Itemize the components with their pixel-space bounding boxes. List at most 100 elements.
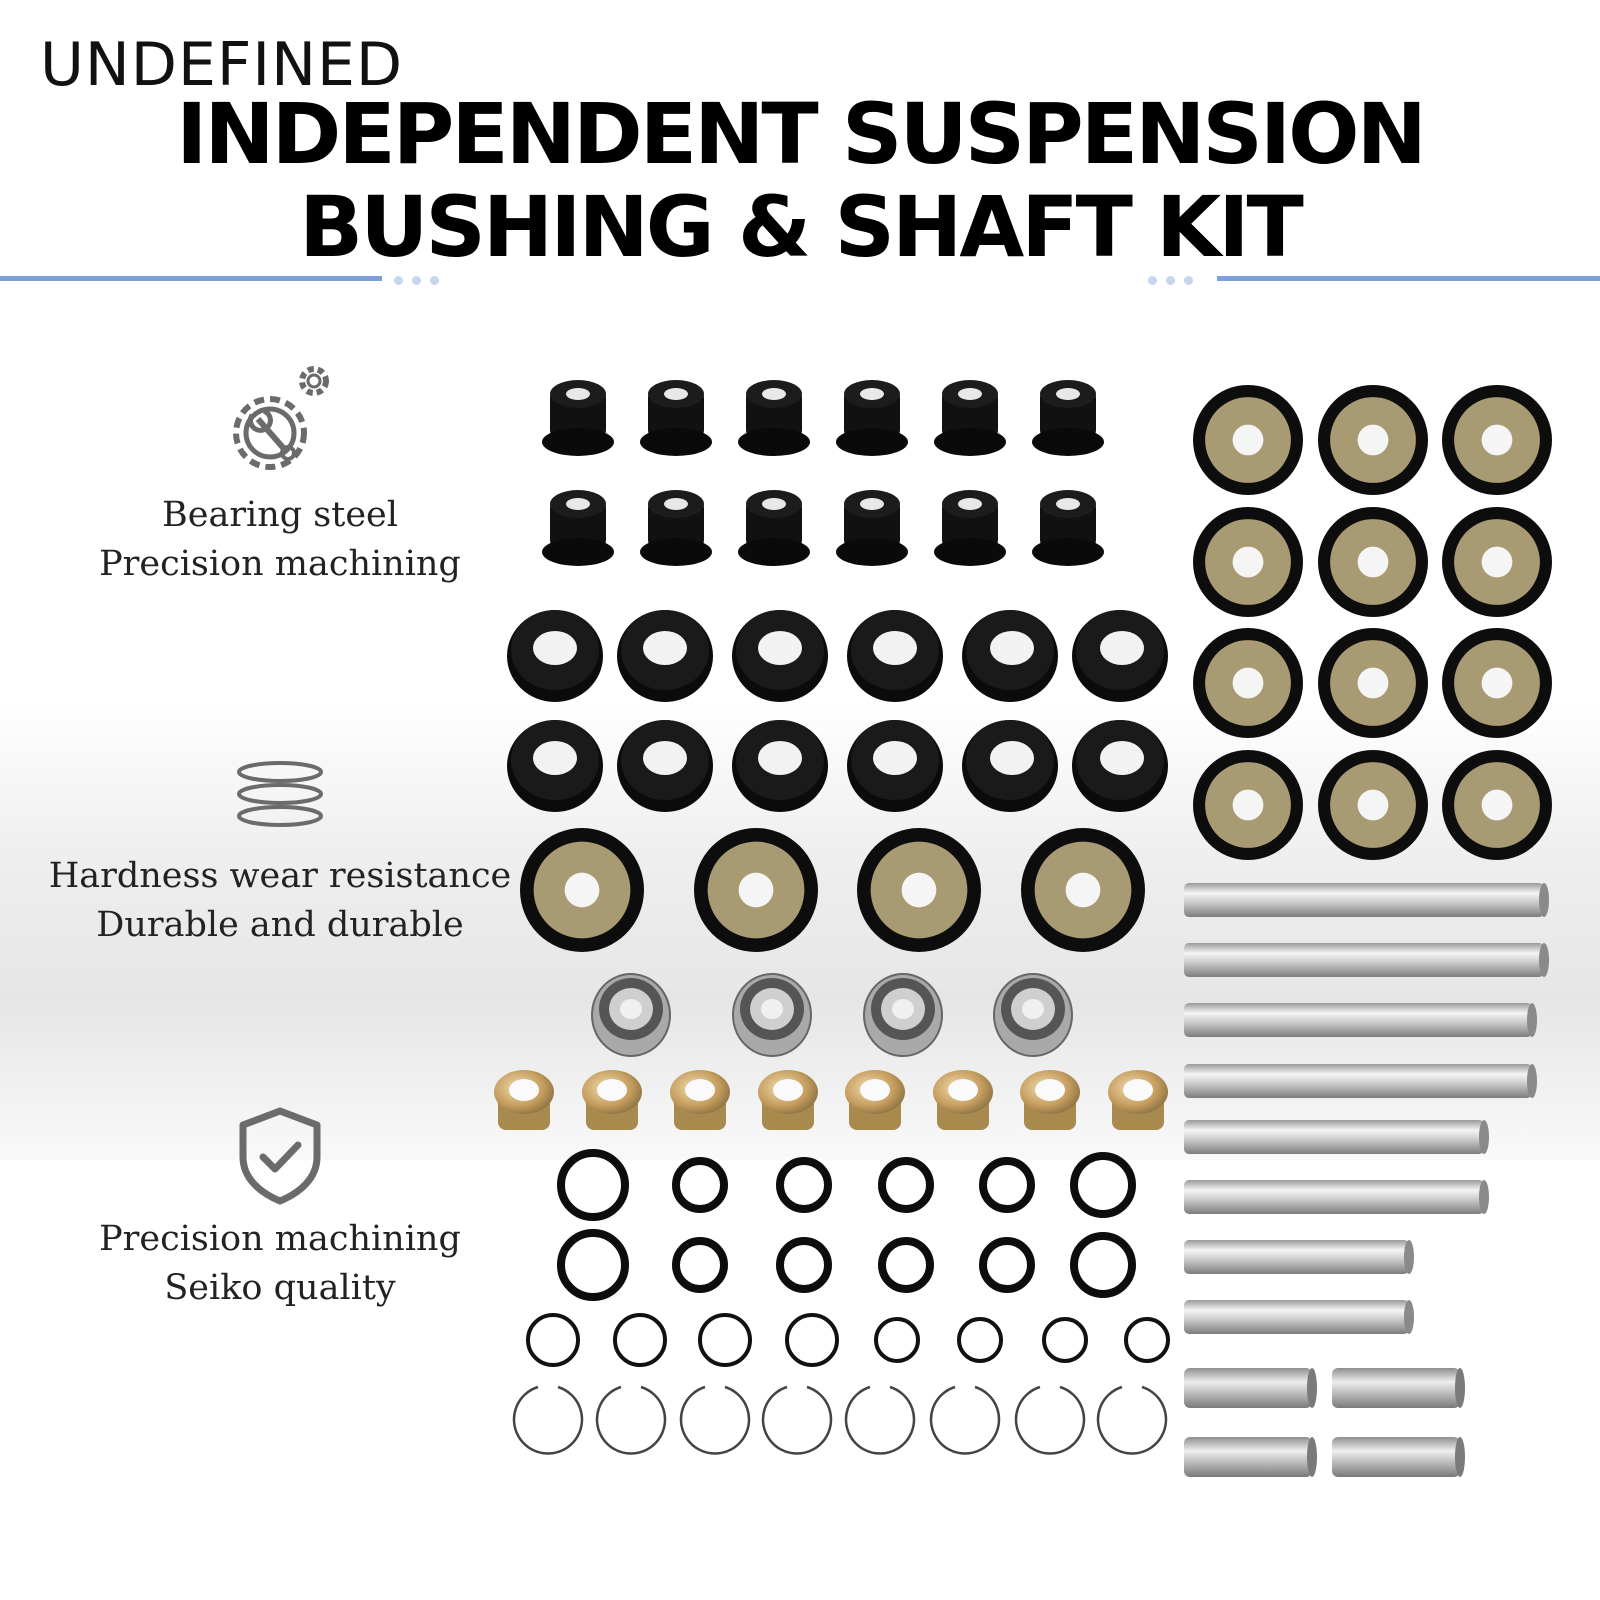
large-bushing (1072, 610, 1168, 702)
rule-dots-right (1148, 272, 1202, 285)
title-rule-left (0, 276, 382, 281)
shaft (1184, 883, 1549, 917)
retaining-clip (1096, 1385, 1168, 1455)
large-bushing (962, 720, 1058, 812)
large-bushing (507, 720, 603, 812)
thrust-washer (1193, 385, 1303, 495)
flanged-bushing (1032, 490, 1104, 566)
thrust-washer (1442, 628, 1552, 738)
shaft (1184, 1240, 1414, 1274)
snap-ring (1124, 1317, 1170, 1363)
thrust-washer (1193, 507, 1303, 617)
feature-1-line1: Bearing steel (162, 495, 398, 535)
retaining-clip (844, 1385, 916, 1455)
feature-hardness: Hardness wear resistance Durable and dur… (30, 760, 530, 950)
snap-ring (785, 1313, 839, 1367)
feature-3-line1: Precision machining (99, 1219, 461, 1259)
large-bushing (617, 610, 713, 702)
flanged-bushing (738, 490, 810, 566)
shaft (1184, 1300, 1414, 1334)
thrust-washer (1318, 750, 1428, 860)
thrust-washer (1193, 750, 1303, 860)
page-title-line1: INDEPENDENT SUSPENSION (176, 85, 1427, 183)
page-title-line2: BUSHING & SHAFT KIT (299, 178, 1304, 276)
shaft (1184, 943, 1549, 977)
shaft (1184, 1180, 1489, 1214)
retaining-clip (679, 1385, 751, 1455)
flanged-bushing (836, 490, 908, 566)
thrust-washer (1442, 385, 1552, 495)
gear-wrench-icon (233, 366, 329, 470)
sleeve (1184, 1437, 1317, 1477)
feature-2-line2: Durable and durable (96, 905, 464, 945)
brass-bushing (845, 1070, 905, 1130)
ball-bearing (591, 973, 671, 1057)
feature-2-line1: Hardness wear resistance (48, 856, 512, 896)
thrust-washer (1318, 385, 1428, 495)
thrust-washer (1442, 750, 1552, 860)
retaining-clip (512, 1385, 584, 1455)
snap-ring (526, 1313, 580, 1367)
brass-bushing (933, 1070, 993, 1130)
shaft (1184, 1064, 1537, 1098)
feature-bearing-steel: Bearing steel Precision machining (30, 355, 530, 589)
brass-bushing (670, 1070, 730, 1130)
shield-check-icon (239, 1107, 321, 1205)
thrust-washer (857, 828, 981, 952)
retaining-clip (1014, 1385, 1086, 1455)
o-ring (1070, 1152, 1136, 1218)
o-ring (672, 1157, 728, 1213)
sleeve (1332, 1368, 1465, 1408)
snap-ring (957, 1317, 1003, 1363)
flanged-bushing (640, 490, 712, 566)
flanged-bushing (934, 490, 1006, 566)
o-ring (776, 1237, 832, 1293)
ball-bearing (732, 973, 812, 1057)
shaft (1184, 1003, 1537, 1037)
o-ring (979, 1157, 1035, 1213)
thrust-washer (1318, 628, 1428, 738)
ball-bearing (863, 973, 943, 1057)
thrust-washer (1442, 507, 1552, 617)
large-bushing (732, 720, 828, 812)
large-bushing (847, 610, 943, 702)
thrust-washer (1021, 828, 1145, 952)
sleeve (1184, 1368, 1317, 1408)
brass-bushing (494, 1070, 554, 1130)
o-ring (979, 1237, 1035, 1293)
large-bushing (962, 610, 1058, 702)
flanged-bushing (542, 490, 614, 566)
o-ring (776, 1157, 832, 1213)
brass-bushing (1020, 1070, 1080, 1130)
flanged-bushing (542, 380, 614, 456)
ball-bearing (993, 973, 1073, 1057)
sleeve (1332, 1437, 1465, 1477)
o-ring (557, 1229, 629, 1301)
brass-bushing (758, 1070, 818, 1130)
large-bushing (732, 610, 828, 702)
thrust-washer (1193, 628, 1303, 738)
thrust-washer (694, 828, 818, 952)
flanged-bushing (1032, 380, 1104, 456)
o-ring (1070, 1232, 1136, 1298)
shaft (1184, 1120, 1489, 1154)
rings-icon (237, 761, 323, 827)
feature-3-line2: Seiko quality (164, 1268, 396, 1308)
brand-name: UNDEFINED (40, 30, 404, 100)
flanged-bushing (934, 380, 1006, 456)
retaining-clip (929, 1385, 1001, 1455)
rule-dots-left (394, 272, 448, 285)
feature-1-line2: Precision machining (99, 544, 461, 584)
flanged-bushing (836, 380, 908, 456)
thrust-washer (1318, 507, 1428, 617)
snap-ring (1042, 1317, 1088, 1363)
feature-precision: Precision machining Seiko quality (30, 1105, 530, 1313)
o-ring (878, 1237, 934, 1293)
o-ring (878, 1157, 934, 1213)
snap-ring (613, 1313, 667, 1367)
snap-ring (874, 1317, 920, 1363)
thrust-washer (520, 828, 644, 952)
title-rule-right (1217, 276, 1600, 281)
large-bushing (617, 720, 713, 812)
